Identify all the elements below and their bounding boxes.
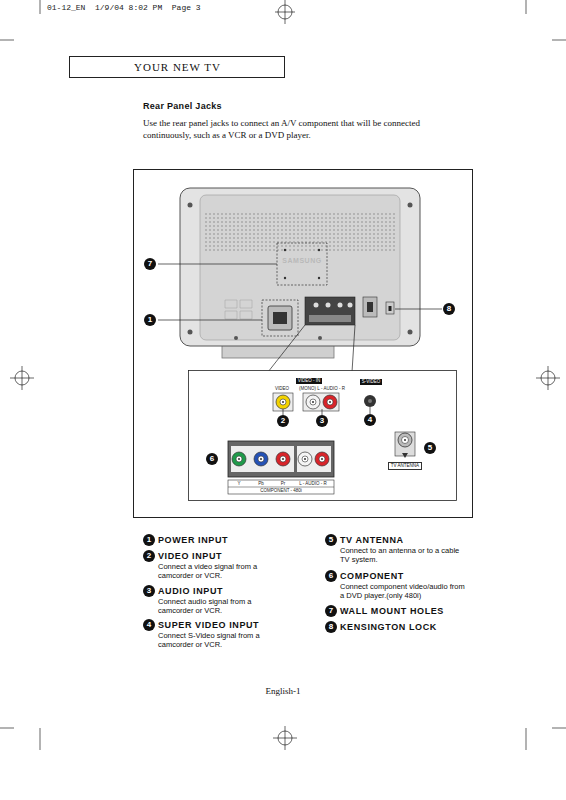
- item-description: Connect a video signal from a camcorder …: [158, 562, 283, 581]
- jack-label: VIDEO: [275, 386, 289, 392]
- page-number: English-1: [266, 686, 301, 697]
- item-heading: VIDEO INPUT: [158, 551, 222, 562]
- jack-label: Pb: [258, 481, 264, 487]
- callout-number: 2: [277, 415, 289, 427]
- jack-label: (MONO) L - AUDIO - R: [299, 386, 345, 392]
- chapter-box: YOUR NEW TV: [69, 56, 285, 78]
- callout-number: 6: [206, 453, 218, 465]
- tv-back: [180, 188, 420, 358]
- intro-text: Use the rear panel jacks to connect an A…: [143, 118, 448, 141]
- list-number: 6: [325, 570, 337, 582]
- item-heading: KENSINGTON LOCK: [340, 622, 437, 633]
- item-heading: AUDIO INPUT: [158, 586, 223, 597]
- print-slug: 01-12_EN 1/9/04 8:02 PM Page 3: [47, 3, 201, 13]
- list-number: 5: [325, 534, 337, 546]
- callout-number: 5: [424, 442, 436, 454]
- item-heading: SUPER VIDEO INPUT: [158, 620, 259, 631]
- brand-watermark: SAMSUNG: [282, 257, 321, 265]
- list-number: 1: [143, 534, 155, 546]
- callout-number: 3: [316, 415, 328, 427]
- jack-label: Pr: [281, 481, 286, 487]
- list-number: 3: [143, 585, 155, 597]
- section-heading: Rear Panel Jacks: [143, 101, 222, 112]
- item-description: Connect S-Video signal from a camcorder …: [158, 631, 283, 650]
- list-number: 2: [143, 550, 155, 562]
- callout-number: 1: [144, 314, 156, 326]
- list-number: 7: [325, 605, 337, 617]
- item-heading: TV ANTENNA: [340, 535, 404, 546]
- jack-label: COMPONENT - 480i: [260, 488, 302, 494]
- crop-marks: [0, 0, 566, 750]
- chapter-title: YOUR NEW TV: [134, 61, 284, 73]
- item-heading: COMPONENT: [340, 571, 404, 582]
- callout-number: 8: [443, 303, 455, 315]
- callout-number: 4: [364, 414, 376, 426]
- jack-group-band: VIDEO - IN: [296, 378, 323, 384]
- item-heading: WALL MOUNT HOLES: [340, 606, 444, 617]
- jack-label: L - AUDIO - R: [299, 481, 327, 487]
- list-number: 8: [325, 621, 337, 633]
- jack-label: Y: [237, 481, 240, 487]
- item-description: Connect to an antenna or to a cable TV s…: [340, 546, 470, 565]
- item-description: Connect audio signal from a camcorder or…: [158, 597, 283, 616]
- callout-number: 7: [144, 258, 156, 270]
- item-description: Connect component video/audio from a DVD…: [340, 582, 470, 601]
- item-heading: POWER INPUT: [158, 535, 228, 546]
- list-number: 4: [143, 619, 155, 631]
- jack-inset: [189, 371, 457, 501]
- figure-frame: [134, 170, 473, 518]
- jack-label: TV ANTENNA: [388, 462, 422, 470]
- jack-group-band: S-VIDEO: [360, 379, 383, 385]
